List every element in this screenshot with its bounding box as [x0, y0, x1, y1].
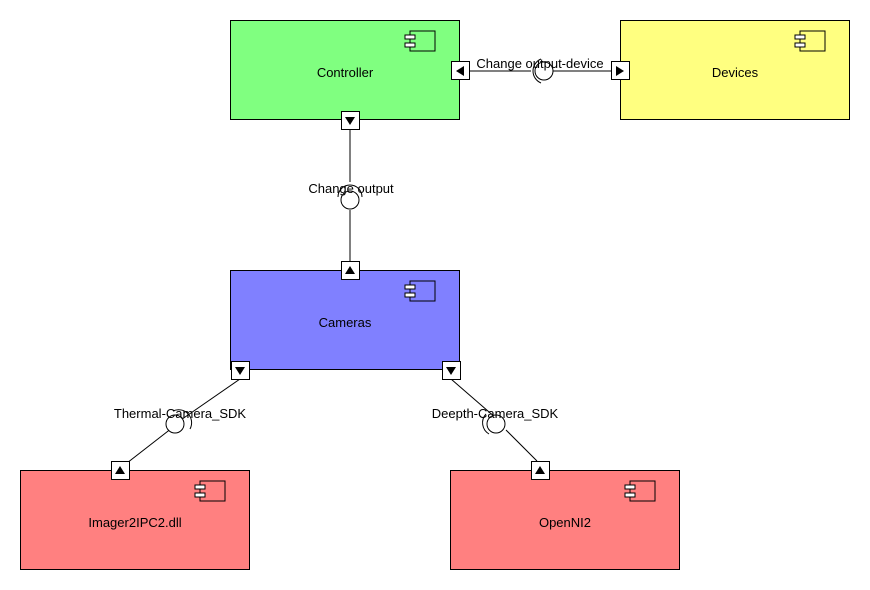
required-interface-socket-icon [337, 184, 363, 198]
port-controller-bottom[interactable] [341, 111, 360, 130]
port-arrow-up-icon [345, 266, 355, 274]
port-arrow-up-icon [115, 466, 125, 474]
provided-interface-ball-icon [165, 414, 185, 434]
port-arrow-right-icon [616, 66, 624, 76]
component-imager2ipc2[interactable]: Imager2IPC2.dll [20, 470, 250, 570]
interface-labels: Change output-device Change output Therm… [114, 56, 604, 421]
port-openni-top[interactable] [531, 461, 550, 480]
component-name: OpenNI2 [539, 515, 591, 530]
connector-cameras-depth [450, 378, 497, 419]
interface-label-change-output: Change output [308, 181, 394, 196]
component-name: Controller [317, 65, 374, 80]
provided-interface-ball-icon [486, 414, 506, 434]
port-controller-left[interactable] [451, 61, 470, 80]
component-box [450, 470, 680, 570]
interface-label-depth-sdk: Deepth-Camera_SDK [432, 406, 559, 421]
port-arrow-down-icon [235, 367, 245, 375]
component-controller[interactable]: Controller [230, 20, 460, 120]
interface-label-change-output-device: Change output-device [476, 56, 603, 71]
component-name: Imager2IPC2.dll [88, 515, 181, 530]
connector-imager-thermal [126, 427, 173, 464]
component-name: Devices [712, 65, 759, 80]
connector-cameras-thermal [174, 378, 241, 425]
port-cameras-bottom-left[interactable] [231, 361, 250, 380]
connector-openni-depth [505, 429, 538, 462]
port-imager-top[interactable] [111, 461, 130, 480]
uml-component-icon [404, 280, 436, 302]
interface-symbols [165, 58, 554, 435]
component-cameras[interactable]: Cameras [230, 270, 460, 370]
required-interface-socket-icon [482, 413, 490, 435]
required-interface-socket-icon [532, 58, 542, 84]
uml-component-icon [624, 480, 656, 502]
port-arrow-left-icon [456, 66, 464, 76]
port-arrow-down-icon [446, 367, 456, 375]
component-openni2[interactable]: OpenNI2 [450, 470, 680, 570]
port-cameras-bottom-right[interactable] [442, 361, 461, 380]
required-interface-socket-icon [172, 409, 193, 430]
interface-label-thermal-sdk: Thermal-Camera_SDK [114, 406, 247, 421]
port-arrow-up-icon [535, 466, 545, 474]
uml-component-icon [794, 30, 826, 52]
provided-interface-ball-icon [340, 190, 360, 210]
port-cameras-top[interactable] [341, 261, 360, 280]
provided-interface-ball-icon [534, 61, 554, 81]
connectors [126, 70, 612, 464]
component-box [230, 20, 460, 120]
uml-component-icon [194, 480, 226, 502]
port-arrow-down-icon [345, 117, 355, 125]
component-box [20, 470, 250, 570]
component-name: Cameras [319, 315, 372, 330]
uml-component-icon [404, 30, 436, 52]
ports [111, 61, 630, 480]
port-devices-left[interactable] [611, 61, 630, 80]
component-devices[interactable]: Devices [620, 20, 850, 120]
